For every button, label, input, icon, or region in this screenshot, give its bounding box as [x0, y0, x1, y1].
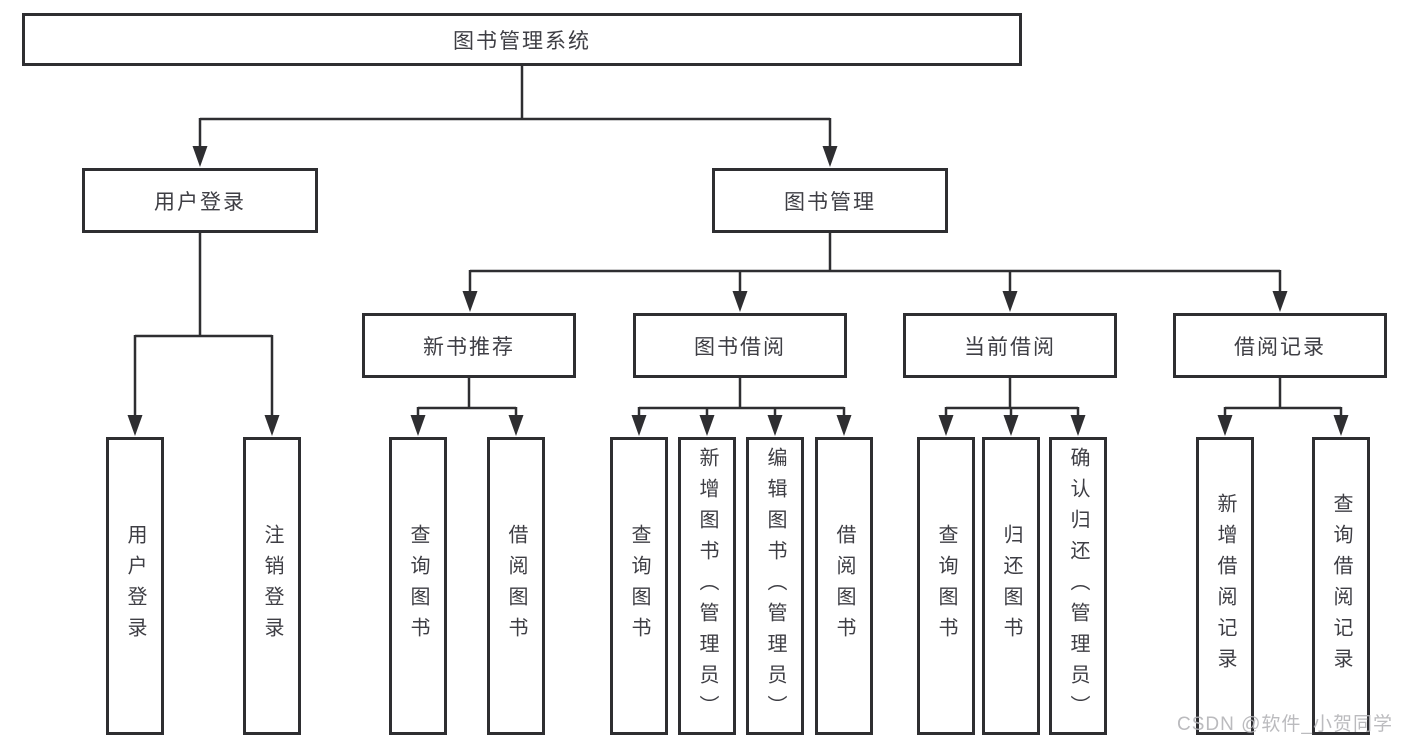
node-borrowing-records: 借阅记录	[1173, 313, 1387, 378]
node-root: 图书管理系统	[22, 13, 1022, 66]
leaf-return-book-label: 归还图书	[1000, 524, 1022, 648]
node-root-label: 图书管理系统	[453, 29, 591, 53]
node-new-book-recommend-label: 新书推荐	[423, 335, 515, 359]
node-new-book-recommend: 新书推荐	[362, 313, 576, 378]
leaf-query-book-borrowing-label: 查询图书	[628, 524, 650, 648]
leaf-query-book-current-label: 查询图书	[935, 524, 957, 648]
leaf-query-book-borrowing: 查询图书	[610, 437, 668, 735]
leaf-query-borrow-record-label: 查询借阅记录	[1330, 493, 1352, 679]
node-current-borrowing-label: 当前借阅	[964, 335, 1056, 359]
node-book-borrowing-label: 图书借阅	[694, 335, 786, 359]
leaf-confirm-return-admin-label: 确认归还（管理员）	[1067, 446, 1089, 726]
leaf-query-borrow-record: 查询借阅记录	[1312, 437, 1370, 735]
leaf-borrow-book-borrowing: 借阅图书	[815, 437, 873, 735]
node-book-borrowing: 图书借阅	[633, 313, 847, 378]
leaf-query-book-recommend: 查询图书	[389, 437, 447, 735]
node-book-management-label: 图书管理	[784, 190, 876, 214]
leaf-borrow-book-borrowing-label: 借阅图书	[833, 524, 855, 648]
leaf-user-login-label: 用户登录	[124, 524, 146, 648]
leaf-confirm-return-admin: 确认归还（管理员）	[1049, 437, 1107, 735]
node-current-borrowing: 当前借阅	[903, 313, 1117, 378]
node-user-login-branch-label: 用户登录	[154, 190, 246, 214]
leaf-add-book-admin-label: 新增图书（管理员）	[696, 446, 718, 726]
leaf-borrow-book-recommend-label: 借阅图书	[505, 524, 527, 648]
leaf-edit-book-admin: 编辑图书（管理员）	[746, 437, 804, 735]
leaf-query-book-recommend-label: 查询图书	[407, 524, 429, 648]
leaf-add-borrow-record-label: 新增借阅记录	[1214, 493, 1236, 679]
node-borrowing-records-label: 借阅记录	[1234, 335, 1326, 359]
leaf-edit-book-admin-label: 编辑图书（管理员）	[764, 446, 786, 726]
leaf-logout-label: 注销登录	[261, 524, 283, 648]
leaf-user-login: 用户登录	[106, 437, 164, 735]
leaf-borrow-book-recommend: 借阅图书	[487, 437, 545, 735]
leaf-query-book-current: 查询图书	[917, 437, 975, 735]
node-book-management: 图书管理	[712, 168, 948, 233]
node-user-login-branch: 用户登录	[82, 168, 318, 233]
leaf-add-borrow-record: 新增借阅记录	[1196, 437, 1254, 735]
leaf-logout: 注销登录	[243, 437, 301, 735]
leaf-return-book: 归还图书	[982, 437, 1040, 735]
leaf-add-book-admin: 新增图书（管理员）	[678, 437, 736, 735]
